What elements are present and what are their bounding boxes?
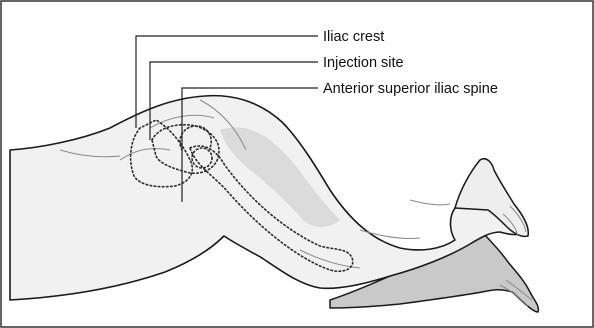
iliac-crest-label: Iliac crest [323, 29, 384, 45]
asis-label: Anterior superior iliac spine [323, 81, 498, 97]
injection-site-label: Injection site [323, 55, 404, 71]
